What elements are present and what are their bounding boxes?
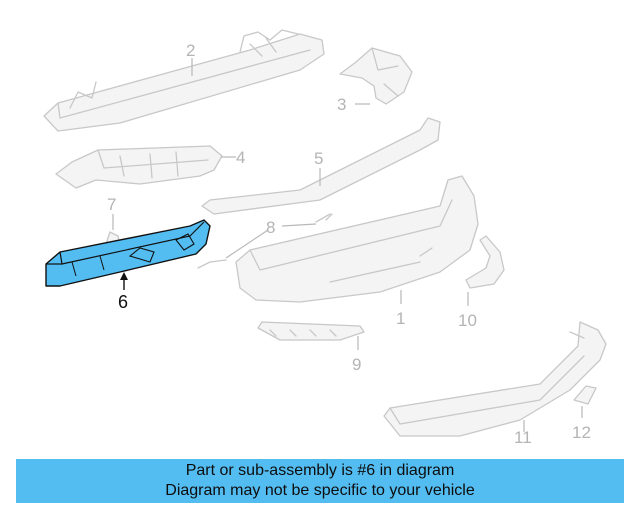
callout-8[interactable]: 8 <box>266 218 275 237</box>
part-10-strip <box>465 235 505 289</box>
part-11-valance <box>383 321 607 437</box>
part-4-bracket <box>55 145 223 189</box>
callout-12[interactable]: 12 <box>572 423 591 442</box>
callout-3[interactable]: 3 <box>337 95 346 114</box>
part-2-reinforcement <box>43 29 325 132</box>
callout-9[interactable]: 9 <box>352 355 361 374</box>
caption-banner: Part or sub-assembly is #6 in diagram Di… <box>16 459 624 503</box>
part-3-bracket <box>339 47 413 105</box>
part-6-energy-absorber[interactable] <box>45 219 211 287</box>
leader-6-arrow <box>120 272 128 280</box>
callout-7[interactable]: 7 <box>107 195 116 214</box>
callout-10[interactable]: 10 <box>458 311 477 330</box>
callout-1[interactable]: 1 <box>396 309 405 328</box>
part-8-fastener <box>197 213 333 269</box>
part-5-strip <box>201 117 441 215</box>
leader-8b <box>225 229 269 259</box>
callout-2[interactable]: 2 <box>186 41 195 60</box>
caption-line-2: Diagram may not be specific to your vehi… <box>165 482 475 499</box>
part-9-strip <box>257 321 365 341</box>
callout-5[interactable]: 5 <box>314 149 323 168</box>
part-12-bracket <box>573 385 597 405</box>
callout-6[interactable]: 6 <box>118 292 128 312</box>
caption-line-1: Part or sub-assembly is #6 in diagram <box>185 462 455 479</box>
parts-diagram: 2 3 4 5 7 8 1 10 <box>43 29 607 447</box>
callout-11[interactable]: 11 <box>514 428 532 447</box>
part-1-bumper-cover <box>235 175 479 303</box>
leader-8a <box>281 223 317 227</box>
callout-4[interactable]: 4 <box>236 148 245 167</box>
